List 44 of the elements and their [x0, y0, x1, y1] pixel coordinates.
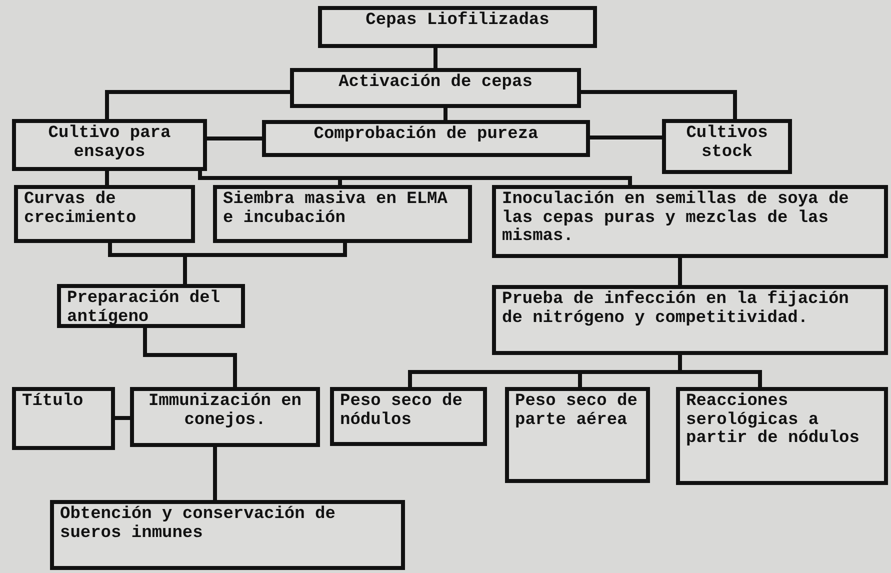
process-box: [492, 185, 888, 258]
process-box: [505, 387, 650, 483]
box-text: Activación de cepas: [338, 74, 534, 93]
box-text: Immunización en conejos.: [147, 393, 303, 430]
process-box: [50, 500, 405, 570]
connector-line: [213, 447, 217, 500]
box-text: Cultivo para ensayos: [47, 125, 172, 162]
connector-line: [105, 90, 290, 119]
connector-line: [678, 258, 682, 285]
process-box: [262, 120, 590, 157]
connector-line: [105, 171, 109, 185]
process-box: [492, 285, 888, 355]
box-text: Cepas Liofilizadas: [364, 12, 550, 31]
connector-line: [444, 108, 448, 120]
box-text: Curvas de crecimiento: [24, 191, 138, 228]
process-box: [676, 387, 888, 485]
connector-line: [207, 136, 262, 140]
process-box: [14, 185, 195, 243]
box-text: Preparación del antígeno: [67, 290, 222, 328]
connector-line: [590, 136, 662, 140]
process-box: [318, 6, 597, 48]
process-box: [662, 119, 792, 174]
box-text: Inoculación en semillas de soya de las cepas puras y mezclas de las mismas.: [502, 191, 850, 248]
connector-line: [198, 171, 632, 185]
box-text: Peso seco de parte aérea: [515, 393, 638, 430]
process-box: [330, 387, 487, 446]
connector-line: [143, 328, 237, 387]
box-text: Obtención y conservación de sueros inmunes: [60, 506, 336, 544]
process-box: [57, 284, 245, 328]
box-text: Comprobación de pureza: [312, 126, 540, 145]
box-text: Título: [22, 393, 84, 412]
connector-line: [581, 90, 737, 119]
process-box: [290, 68, 581, 108]
box-text: Peso seco de nódulos: [340, 393, 464, 430]
process-box: [130, 387, 320, 447]
connector-line: [434, 48, 438, 68]
box-text: Reacciones serológicas a partir de nódulos: [686, 393, 860, 450]
box-text: Prueba de infección en la fijación de nitrógeno y competitividad.: [502, 291, 850, 328]
process-box: [12, 387, 115, 450]
process-box: [213, 185, 472, 243]
box-text: Cultivos stock: [685, 125, 769, 162]
box-text: Siembra masiva en ELMA e incubación: [223, 191, 448, 228]
connector-line: [115, 416, 130, 420]
process-box: [12, 119, 207, 171]
